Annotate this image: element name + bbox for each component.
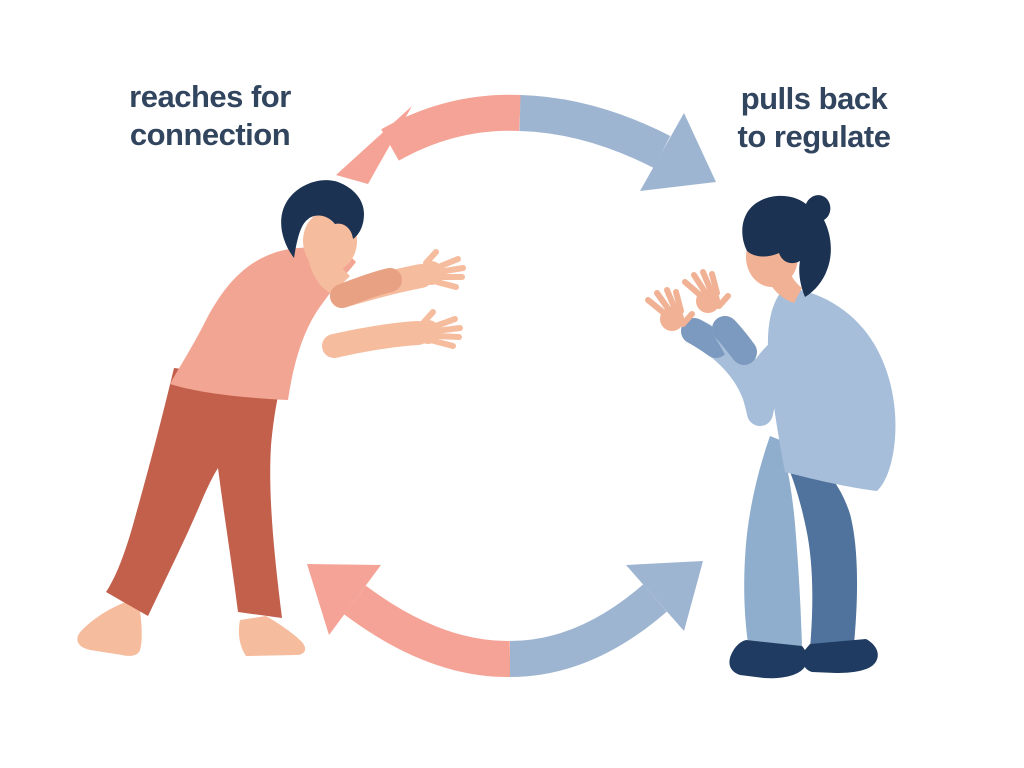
finger [431, 338, 456, 349]
finger [433, 256, 461, 271]
label-right-line2: to regulate [737, 119, 891, 154]
label-pulls-back-to-regulate: pulls back to regulate [684, 80, 944, 156]
top-cycle-arrow [336, 94, 716, 191]
left-person-hair [281, 180, 364, 258]
finger [673, 289, 684, 314]
finger [434, 279, 459, 290]
thumb [421, 309, 436, 325]
right-person-back-leg [778, 440, 858, 648]
top-arrow-pink-half [381, 94, 521, 161]
finger [700, 269, 714, 294]
finger [436, 265, 466, 275]
right-person-inner-hand-fingers [682, 269, 731, 309]
finger [433, 333, 462, 340]
right-person-front-shoe [729, 640, 808, 679]
top-arrow-left-arrowhead [336, 106, 412, 184]
finger [664, 287, 678, 312]
finger [654, 290, 672, 313]
right-person-hair [742, 195, 831, 297]
left-person-lower-hand-fingers [421, 309, 463, 349]
bottom-cycle-arrow [307, 561, 703, 678]
left-person-lower-arm [322, 321, 430, 358]
bottom-arrow-blue-half [509, 584, 667, 677]
right-person-lower-arm-cuff [712, 316, 757, 365]
left-person-upper-arm-shadow [330, 268, 402, 308]
right-person-back-shoe [802, 639, 878, 673]
right-person-upper-arm-cuff [681, 318, 729, 358]
right-person-sweater [767, 288, 896, 491]
finger [682, 279, 703, 298]
top-arrow-blue-half [519, 95, 671, 169]
thumb [423, 249, 439, 266]
left-person-face [303, 210, 357, 272]
left-person [77, 180, 466, 656]
right-person-outer-hand-fingers [645, 287, 695, 327]
finger [433, 325, 463, 334]
right-person-front-leg [744, 436, 802, 648]
label-reaches-for-connection: reaches for connection [80, 78, 340, 154]
left-person-shirt [170, 247, 356, 400]
left-person-back-foot [77, 598, 142, 656]
top-arrow-right-arrowhead [640, 113, 716, 191]
finger [430, 316, 458, 330]
bottom-arrow-left-arrowhead [307, 564, 381, 635]
bottom-arrow-right-arrowhead [626, 561, 703, 631]
left-person-upper-hand-fingers [423, 249, 466, 290]
thumb [680, 311, 695, 327]
label-left-line1: reaches for [129, 79, 291, 114]
label-left-line2: connection [129, 117, 291, 152]
right-person [645, 195, 896, 679]
bottom-arrow-pink-half [344, 585, 511, 678]
finger [709, 271, 720, 296]
finger [691, 272, 708, 295]
left-person-pants [106, 368, 282, 618]
left-person-front-foot [238, 616, 306, 656]
label-right-line1: pulls back [740, 81, 888, 116]
finger [645, 297, 667, 316]
thumb [716, 293, 731, 309]
